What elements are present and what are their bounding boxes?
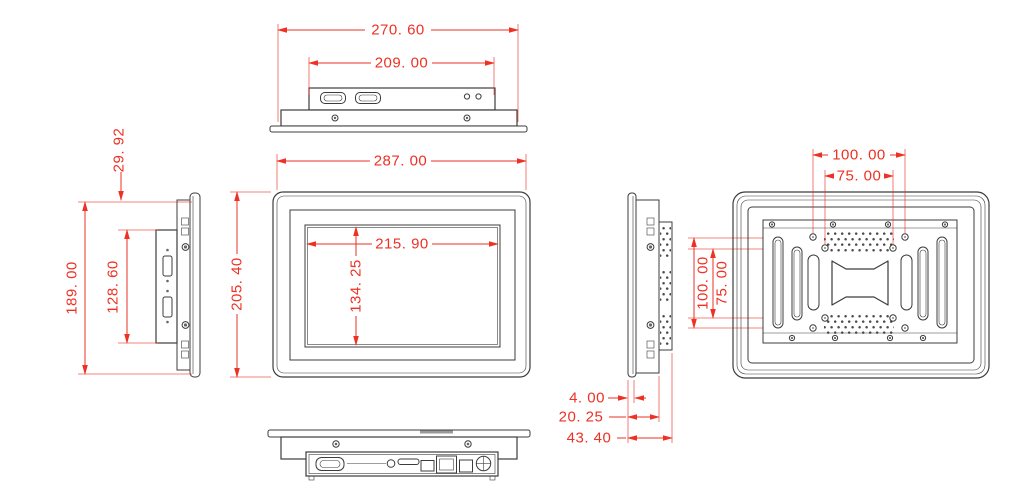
screw [829,221,837,228]
foot [308,475,315,481]
dim-vesa-width-100: 100. 00 [832,147,886,164]
vent-holes [824,312,894,335]
screw [646,321,655,329]
dim-left-body-height: 128. 60 [105,260,122,314]
vent-holes [660,227,671,258]
left-side-view: 189. 00 128. 60 29. 92 [64,128,201,378]
screw [941,221,949,228]
antenna-hole [463,93,471,100]
screw [768,221,776,228]
dim-left-top-inset: 29. 92 [111,128,128,173]
vent-holes [660,271,671,304]
rear-view: 100. 00 75. 00 [732,147,990,379]
db9-port [355,92,381,104]
foot [489,475,496,481]
vent-holes [824,231,894,254]
right-side-view: 100. 00 75. 00 4. 00 20. 25 43. 40 [559,192,829,447]
cooling-slots [772,236,948,329]
front-bezel-edge [267,429,531,438]
dim-vesa-width-75: 75. 00 [837,168,882,185]
audio-jack [386,459,396,468]
screw [886,334,894,342]
screw [331,114,339,122]
dim-body-depth: 20. 25 [559,409,604,426]
dim-vesa-height-100: 100. 00 [695,256,712,310]
screw [181,243,190,251]
db9-port [320,92,346,104]
front-bezel-edge [269,125,528,133]
dim-top-body-width: 209. 00 [375,55,429,72]
dim-display-width: 215. 90 [375,236,429,253]
screw [646,243,655,251]
screw [788,334,796,342]
front-bezel-opening [289,209,516,361]
power-connector [475,455,492,472]
chassis-body [635,199,660,374]
antenna-hole [475,93,482,100]
screw [332,440,340,448]
db9-side [162,255,173,277]
screw [464,440,472,448]
front-view: 287. 00 205. 40 215. 90 134. 25 [229,153,531,378]
dim-top-flange-width: 270. 60 [371,22,425,39]
usb-port [459,459,473,473]
screw [181,321,190,329]
rear-outer-frame [732,191,990,379]
bezel-notch [420,430,453,434]
lan-port [436,455,457,474]
screw [884,221,892,228]
display-area [304,224,501,348]
bottom-view [267,429,531,481]
front-outer-frame [272,191,531,378]
bezel-edge [189,192,201,378]
bezel-edge [627,192,637,378]
top-flange [280,109,518,127]
io-housing [155,229,178,344]
db9-port [315,457,345,471]
handle-cutout [831,260,889,306]
vesa-holes [809,233,909,332]
dim-display-height: 134. 25 [348,259,365,313]
top-view: 270. 60 209. 00 [269,22,528,133]
vent-holes [660,313,671,345]
dim-overall-depth: 43. 40 [567,430,612,447]
dim-vesa-height-75: 75. 00 [714,261,731,306]
screw [463,114,471,122]
db9-side [162,296,173,318]
chassis-body [176,199,191,371]
dim-front-overall-height: 205. 40 [229,257,246,311]
screw [831,334,839,342]
dim-front-overall-width: 287. 00 [374,153,428,170]
sim-slot [397,458,420,465]
hdmi-port [420,460,435,472]
dim-bezel-depth: 4. 00 [569,390,605,407]
dim-left-cutout-height: 189. 00 [64,261,81,315]
screw [919,334,927,342]
